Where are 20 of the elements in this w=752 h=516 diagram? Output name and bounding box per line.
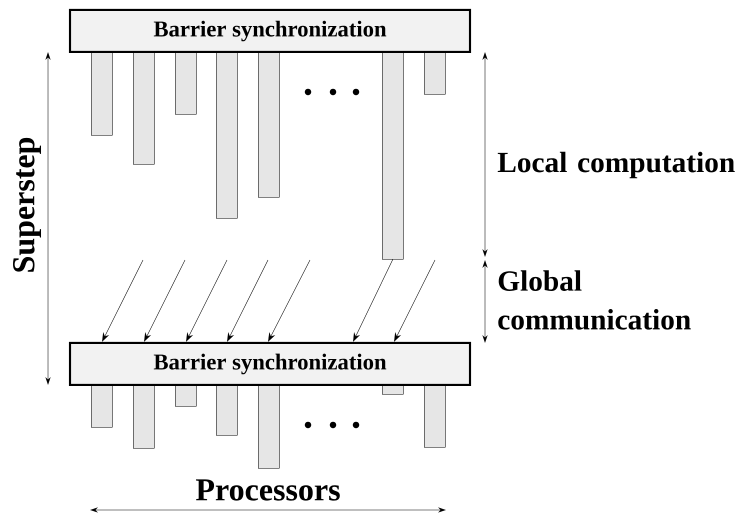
- processor-bar: [175, 385, 197, 407]
- processor-bar: [91, 52, 113, 136]
- processor-bar: [424, 52, 446, 95]
- processor-bar: [258, 52, 280, 198]
- processor-bar: [133, 52, 155, 165]
- processor-bar: [175, 52, 197, 115]
- barrier-box: Barrier synchronization: [68, 8, 472, 54]
- processor-bar: [216, 385, 238, 436]
- processor-bar: [382, 385, 404, 395]
- processor-bar: [216, 52, 238, 219]
- processor-bar: [258, 385, 280, 469]
- phase-label: Local computation: [498, 152, 735, 178]
- barrier-box: Barrier synchronization: [68, 342, 472, 386]
- axis-label: Processors: [196, 479, 340, 501]
- processor-bar: [133, 385, 155, 449]
- phase-label: Global communication: [498, 270, 691, 330]
- processor-bar: [382, 52, 404, 260]
- processor-bar: [424, 385, 446, 448]
- processor-bar: [91, 385, 113, 428]
- side-label: Superstep: [13, 138, 42, 272]
